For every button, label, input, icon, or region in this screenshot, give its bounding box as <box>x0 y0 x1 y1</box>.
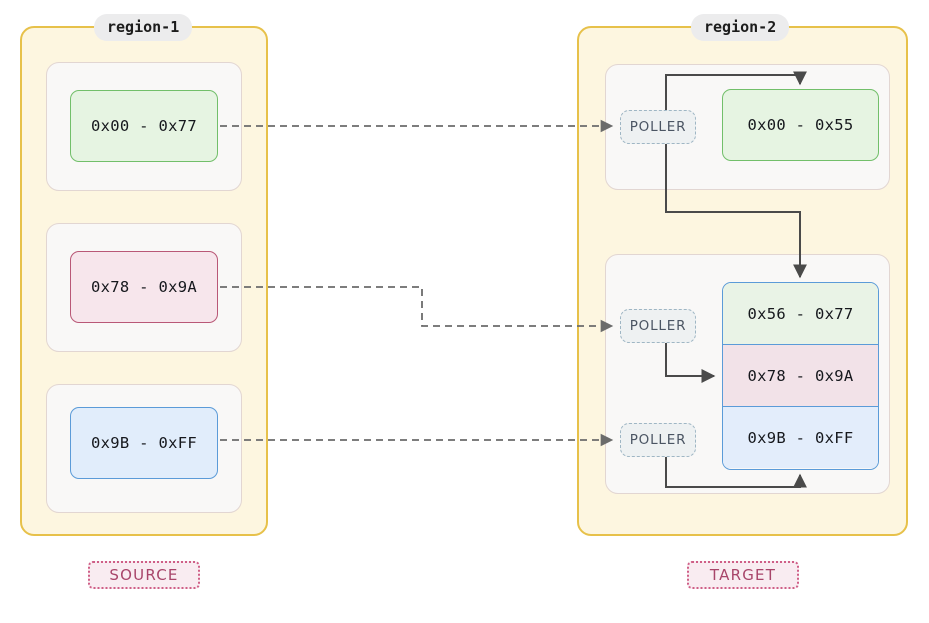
target-stack-range-2[interactable]: 0x78 - 0x9A <box>723 345 878 407</box>
region-2-label: region-2 <box>691 14 790 41</box>
poller-2[interactable]: POLLER <box>620 309 696 343</box>
target-range-top[interactable]: 0x00 - 0x55 <box>722 89 879 161</box>
region-1-label: region-1 <box>94 14 193 41</box>
source-badge: SOURCE <box>88 561 200 589</box>
source-range-1[interactable]: 0x00 - 0x77 <box>70 90 218 162</box>
wire-source2-to-poller2 <box>220 286 614 333</box>
source-range-3[interactable]: 0x9B - 0xFF <box>70 407 218 479</box>
target-badge: TARGET <box>687 561 799 589</box>
target-stacked-ranges: 0x56 - 0x77 0x78 - 0x9A 0x9B - 0xFF <box>722 282 879 470</box>
target-stack-range-3[interactable]: 0x9B - 0xFF <box>723 407 878 468</box>
target-stack-range-1[interactable]: 0x56 - 0x77 <box>723 283 878 345</box>
poller-3[interactable]: POLLER <box>620 423 696 457</box>
poller-1[interactable]: POLLER <box>620 110 696 144</box>
source-range-2[interactable]: 0x78 - 0x9A <box>70 251 218 323</box>
